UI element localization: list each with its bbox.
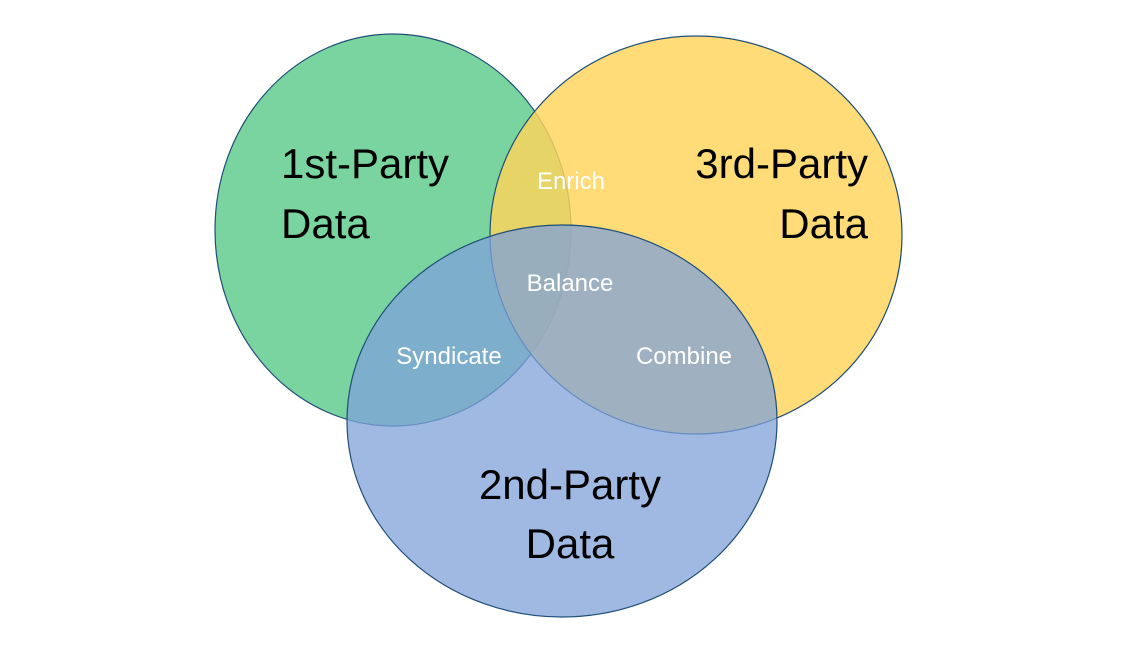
second-party-circle bbox=[346, 224, 778, 618]
first-party-label-line2: Data bbox=[281, 200, 370, 247]
intersection-label-syndicate: Syndicate bbox=[396, 343, 501, 370]
third-party-label-line1: 3rd-Party bbox=[695, 140, 868, 187]
intersection-label-enrich: Enrich bbox=[537, 168, 605, 195]
intersection-label-balance: Balance bbox=[527, 270, 614, 297]
intersection-label-combine: Combine bbox=[636, 343, 732, 370]
second-party-label-line2: Data bbox=[526, 520, 615, 567]
first-party-label-line1: 1st-Party bbox=[281, 140, 449, 187]
third-party-label-line2: Data bbox=[779, 200, 868, 247]
second-party-label-line1: 2nd-Party bbox=[479, 461, 661, 508]
